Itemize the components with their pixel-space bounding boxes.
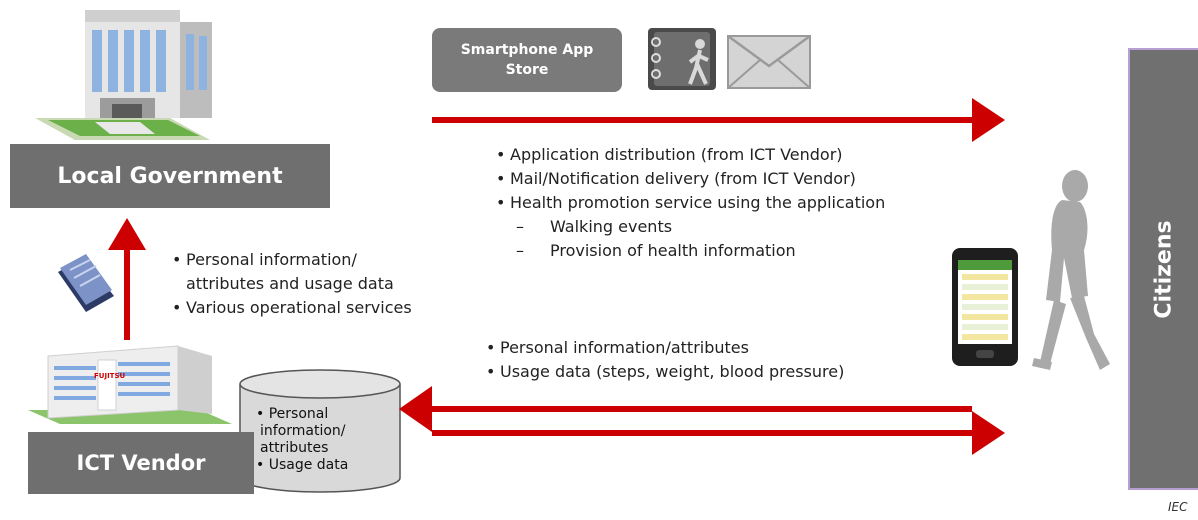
list-item: •Usage data (steps, weight, blood pressu… (486, 362, 845, 381)
vendor-to-government-bullets: •Personal information/ attributes and us… (172, 248, 412, 320)
data-collection-arrow (399, 386, 972, 432)
app-store-box: Smartphone App Store (432, 28, 622, 92)
app-store-label-line1: Smartphone App (460, 42, 594, 58)
local-government-box: Local Government (10, 144, 330, 208)
government-building-icon (35, 10, 212, 140)
app-store-label-line2: Store (505, 62, 549, 78)
list-item: •Personal information/attributes (486, 338, 749, 357)
list-item: –Provision of health information (516, 241, 796, 260)
list-item: • Usage data (256, 457, 349, 473)
list-item: •Various operational services (172, 298, 412, 317)
data-delivery-arrow (432, 411, 1005, 455)
citizen-silhouette-icon (1032, 170, 1110, 370)
list-item: •Health promotion service using the appl… (496, 193, 886, 212)
document-icon (58, 254, 114, 312)
notebook-walker-icon (648, 28, 716, 90)
database-contents: • Personal information/ attributes • Usa… (256, 406, 348, 474)
ict-vendor-label: ICT Vendor (76, 451, 206, 475)
database-icon (239, 369, 401, 493)
list-item: •Application distribution (from ICT Vend… (496, 145, 843, 164)
mail-envelope-icon (727, 34, 811, 89)
citizen-data-bullets: •Personal information/attributes •Usage … (486, 336, 844, 384)
vendor-building-icon (28, 345, 232, 424)
distribution-arrow (432, 98, 1005, 142)
list-item: attributes (260, 440, 329, 456)
citizens-label: Citizens (1151, 219, 1177, 319)
list-item: information/ (260, 423, 346, 439)
list-item: •Personal information/ (172, 250, 357, 269)
vendor-logo: FUJITSU (94, 372, 126, 380)
ict-vendor-box: ICT Vendor (28, 432, 254, 494)
citizens-box: Citizens (1128, 48, 1198, 490)
local-government-label: Local Government (57, 163, 283, 189)
service-bullets: •Application distribution (from ICT Vend… (496, 143, 885, 263)
upload-arrow (108, 218, 146, 340)
smartphone-icon (952, 248, 1018, 366)
footer-label: IEC (1168, 500, 1188, 514)
list-item: attributes and usage data (186, 274, 394, 293)
list-item: –Walking events (516, 217, 673, 236)
list-item: •Mail/Notification delivery (from ICT Ve… (496, 169, 856, 188)
list-item: • Personal (256, 406, 329, 422)
